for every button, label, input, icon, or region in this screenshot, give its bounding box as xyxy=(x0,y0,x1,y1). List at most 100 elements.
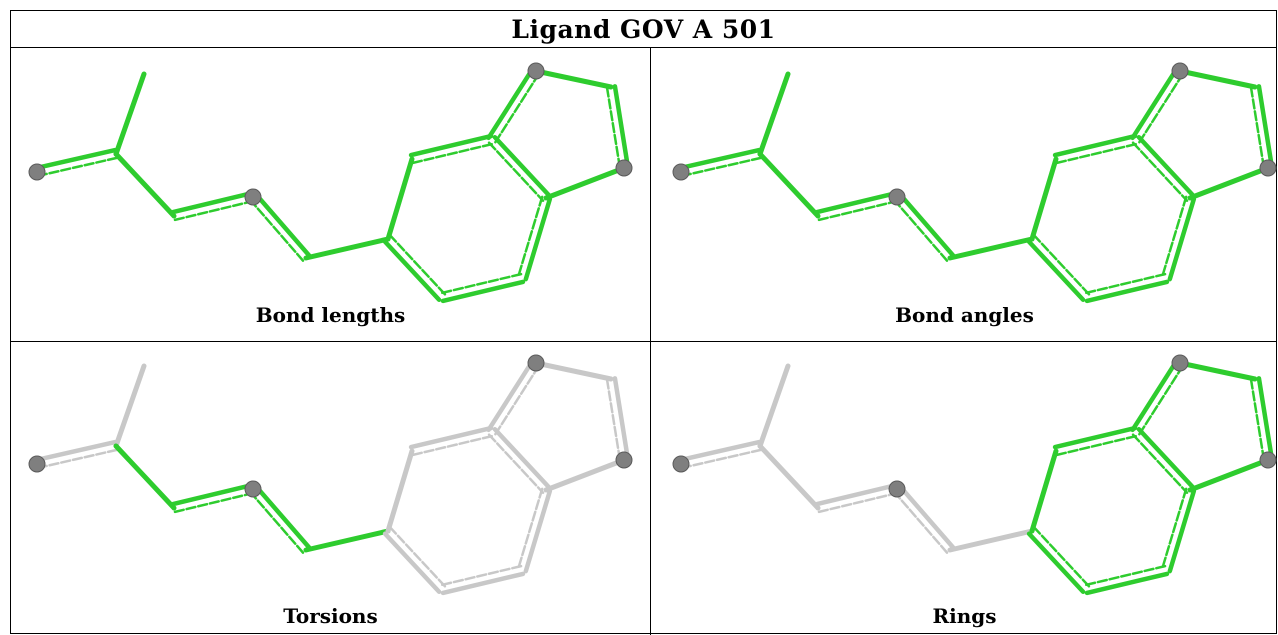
bond xyxy=(757,443,821,511)
atom-sphere xyxy=(1171,354,1189,372)
bond xyxy=(1029,448,1059,534)
bond-secondary xyxy=(516,195,544,279)
atom-sphere xyxy=(888,480,906,498)
bond-secondary xyxy=(439,272,523,295)
bond-primary xyxy=(1052,133,1138,158)
bond-secondary xyxy=(1160,487,1188,571)
bond-secondary xyxy=(1138,71,1185,144)
panel-caption: Torsions xyxy=(283,604,378,628)
bond-primary xyxy=(408,425,494,450)
bond xyxy=(385,156,415,242)
bond-primary xyxy=(1084,279,1170,304)
bond xyxy=(543,165,627,201)
bond-secondary xyxy=(411,142,495,165)
bond-primary xyxy=(170,482,255,507)
panel-caption: Bond lengths xyxy=(255,303,406,327)
bond-secondary xyxy=(439,564,523,587)
bond-primary xyxy=(814,482,899,507)
bond-primary xyxy=(1167,196,1197,282)
bond-primary xyxy=(677,147,762,171)
bond-secondary xyxy=(487,141,545,202)
atom-sphere xyxy=(672,163,690,181)
bond-primary xyxy=(523,488,553,574)
bond xyxy=(1187,457,1271,493)
bond xyxy=(1177,360,1258,382)
bond-primary xyxy=(382,239,442,302)
figure-frame: Ligand GOV A 501 Bond lengths Bond angle… xyxy=(10,10,1278,635)
bond-primary xyxy=(897,192,956,258)
bond xyxy=(543,457,627,493)
bond-primary xyxy=(486,66,535,141)
bond-secondary xyxy=(892,490,949,554)
bond-primary xyxy=(253,192,312,258)
bond-primary xyxy=(33,439,118,463)
bond-secondary xyxy=(605,378,622,462)
bond-secondary xyxy=(1055,434,1139,457)
atom-sphere xyxy=(527,62,545,80)
atom-sphere xyxy=(615,159,633,177)
atom-sphere xyxy=(615,451,633,469)
atom-sphere xyxy=(527,354,545,372)
bond-secondary xyxy=(1160,195,1188,279)
bond-secondary xyxy=(411,434,495,457)
bond xyxy=(757,363,791,449)
bond-primary xyxy=(492,135,552,198)
bond xyxy=(947,236,1035,261)
bond-primary xyxy=(486,358,535,433)
bond-secondary xyxy=(1131,141,1189,202)
molecule-bond-lengths xyxy=(28,62,633,304)
bond-secondary xyxy=(1033,235,1091,296)
bond-primary xyxy=(382,531,442,594)
bond-primary xyxy=(677,439,762,463)
panel-rings: Rings xyxy=(651,342,1278,635)
bond-primary xyxy=(1256,84,1275,170)
atom-sphere xyxy=(888,188,906,206)
bond xyxy=(757,151,821,219)
bond-secondary xyxy=(817,491,900,514)
bond-secondary xyxy=(248,198,305,262)
bond-primary xyxy=(170,190,255,215)
bond-secondary xyxy=(494,71,541,144)
bond-primary xyxy=(1130,66,1179,141)
bond-secondary xyxy=(680,448,763,470)
bond-primary xyxy=(1136,135,1196,198)
bond-secondary xyxy=(1083,272,1167,295)
bond xyxy=(1029,156,1059,242)
bond-primary xyxy=(612,376,631,462)
bond xyxy=(1187,165,1271,201)
panel-bond-angles: Bond angles xyxy=(651,48,1278,341)
atom-sphere xyxy=(1259,451,1277,469)
atom-sphere xyxy=(28,163,46,181)
bond xyxy=(303,236,391,261)
bond-secondary xyxy=(1249,378,1266,462)
bond-secondary xyxy=(36,448,119,470)
bond-primary xyxy=(1256,376,1275,462)
bond-primary xyxy=(1052,425,1138,450)
bond xyxy=(947,528,1035,553)
atom-sphere xyxy=(672,455,690,473)
bond xyxy=(303,528,391,553)
bond-primary xyxy=(33,147,118,171)
bond-primary xyxy=(253,484,312,550)
bond-primary xyxy=(440,279,526,304)
bond-secondary xyxy=(1055,142,1139,165)
bond xyxy=(113,363,147,449)
molecule-torsions xyxy=(28,354,633,596)
bond-secondary xyxy=(605,86,622,170)
bond-primary xyxy=(1026,531,1086,594)
molecule-rings xyxy=(672,354,1277,596)
bond-secondary xyxy=(680,156,763,178)
bond-primary xyxy=(897,484,956,550)
bond xyxy=(757,71,791,157)
atom-sphere xyxy=(1259,159,1277,177)
bond-secondary xyxy=(1033,527,1091,588)
bond-secondary xyxy=(817,199,900,222)
bond-primary xyxy=(1084,571,1170,596)
bond-primary xyxy=(523,196,553,282)
bond-secondary xyxy=(1083,564,1167,587)
bond-primary xyxy=(440,571,526,596)
bond-secondary xyxy=(248,490,305,554)
bond xyxy=(113,443,177,511)
atom-sphere xyxy=(1171,62,1189,80)
bond-secondary xyxy=(1138,363,1185,436)
